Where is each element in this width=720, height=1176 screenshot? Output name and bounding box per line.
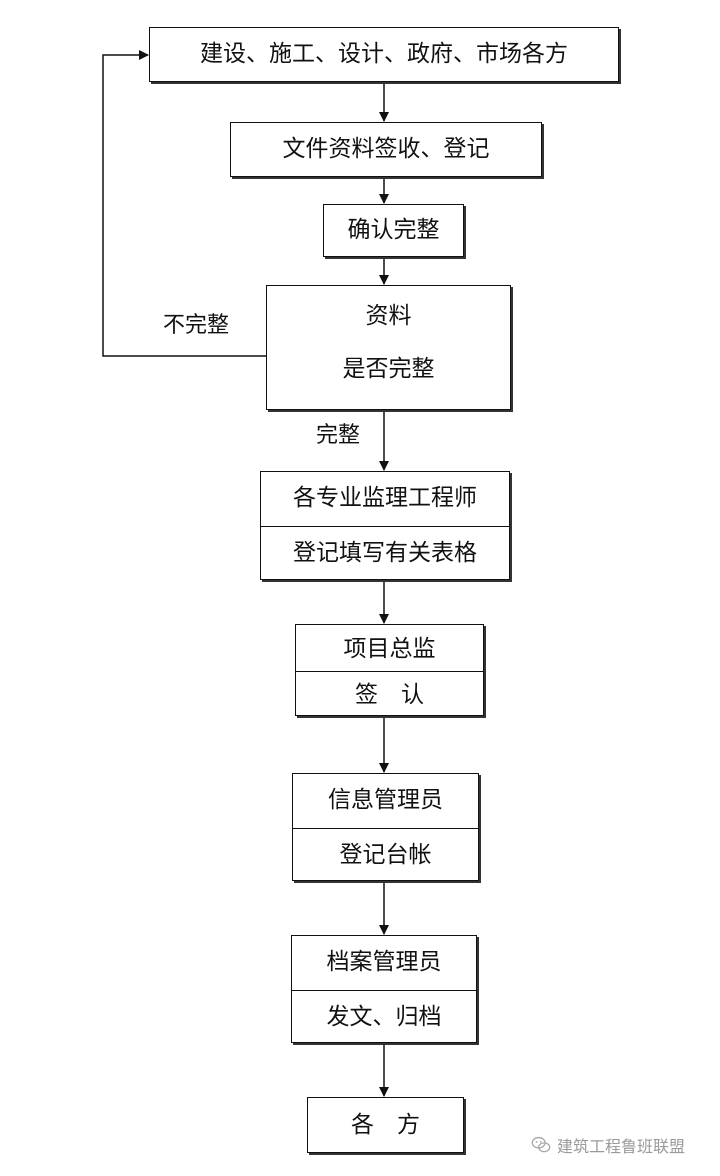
node-engineer: 各专业监理工程师 登记填写有关表格 [260, 471, 510, 580]
node-receive: 文件资料签收、登记 [230, 122, 542, 177]
node-director: 项目总监 签 认 [295, 624, 484, 716]
node-parties-text: 建设、施工、设计、政府、市场各方 [200, 41, 568, 67]
node-parties: 建设、施工、设计、政府、市场各方 [149, 27, 619, 82]
node-engineer-divider [261, 526, 509, 527]
node-director-line-1: 项目总监 [343, 636, 436, 662]
node-confirm: 确认完整 [323, 204, 464, 257]
node-engineer-line-1: 各专业监理工程师 [293, 485, 477, 511]
node-all: 各 方 [307, 1097, 464, 1153]
node-director-line-2: 签 认 [355, 682, 424, 708]
wechat-icon [531, 1136, 551, 1153]
node-archive-line-1: 档案管理员 [326, 949, 442, 975]
node-archive-line-2: 发文、归档 [326, 1004, 442, 1030]
node-all-text: 各 方 [351, 1112, 420, 1138]
node-check-line-2: 是否完整 [342, 356, 435, 382]
node-archive-divider [292, 990, 476, 991]
node-check: 资料 是否完整 [266, 285, 511, 410]
watermark-text: 建筑工程鲁班联盟 [557, 1137, 686, 1156]
node-info-line-2: 登记台帐 [339, 842, 432, 868]
edge-label-complete: 完整 [316, 423, 361, 448]
node-info-line-1: 信息管理员 [328, 787, 443, 813]
node-info-divider [293, 828, 478, 829]
node-engineer-line-2: 登记填写有关表格 [293, 540, 477, 566]
node-check-line-1: 资料 [365, 303, 412, 329]
node-director-divider [296, 671, 483, 672]
watermark: 建筑工程鲁班联盟 [530, 1130, 716, 1160]
node-info: 信息管理员 登记台帐 [292, 773, 479, 881]
node-archive: 档案管理员 发文、归档 [291, 935, 477, 1043]
edge-label-incomplete: 不完整 [163, 313, 230, 338]
node-confirm-text: 确认完整 [347, 217, 440, 243]
node-receive-text: 文件资料签收、登记 [282, 136, 490, 162]
arrow-incomplete-loop [102, 50, 266, 357]
